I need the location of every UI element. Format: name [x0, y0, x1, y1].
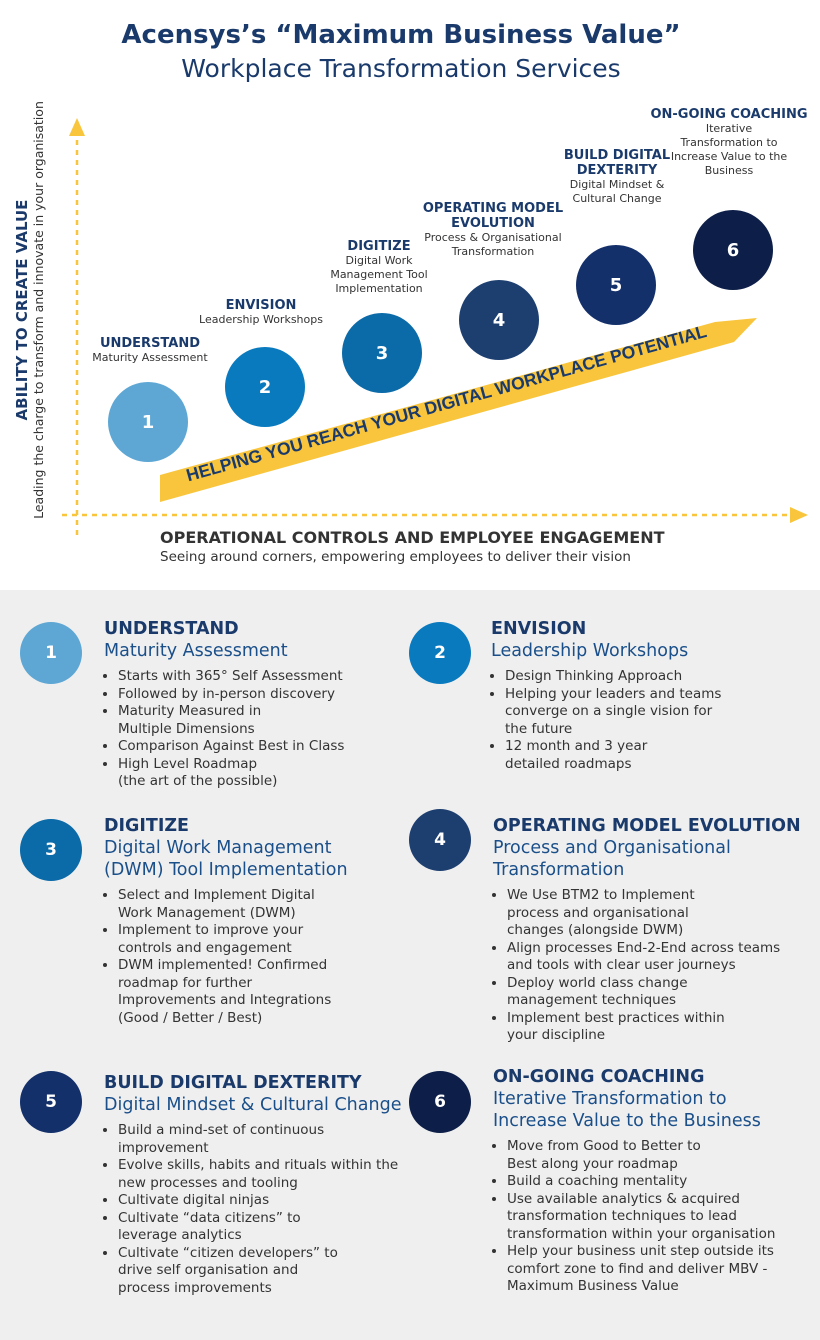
list-item: We Use BTM2 to Implement process and org… [507, 887, 808, 940]
step-2-label: ENVISION Leadership Workshops [186, 298, 336, 327]
step-3-circle: 3 [342, 313, 422, 393]
list-item: Design Thinking Approach [505, 668, 801, 686]
step-5-label: BUILD DIGITAL DEXTERITY Digital Mindset … [556, 148, 678, 206]
step-1-circle: 1 [108, 382, 188, 462]
list-item: Move from Good to Better to Best along y… [507, 1138, 803, 1173]
step-6-subtitle: Iterative Transformation to Increase Val… [670, 122, 788, 177]
step-2-title: ENVISION [225, 298, 297, 313]
detail-3-circle: 3 [20, 819, 82, 881]
x-axis-subtitle: Seeing around corners, empowering employ… [160, 549, 631, 565]
step-4-title: OPERATING MODEL EVOLUTION [422, 201, 564, 231]
step-5-subtitle: Digital Mindset & Cultural Change [569, 178, 665, 205]
x-axis-arrowhead [790, 507, 808, 523]
list-item: Cultivate digital ninjas [118, 1192, 404, 1210]
detail-5-bullets: Build a mind-set of continuous improveme… [104, 1122, 404, 1297]
list-item: Implement to improve your controls and e… [118, 922, 394, 957]
detail-2-block: ENVISION Leadership Workshops Design Thi… [491, 618, 801, 773]
step-6-circle: 6 [693, 210, 773, 290]
detail-1-circle: 1 [20, 622, 82, 684]
detail-1-bullets: Starts with 365° Self Assessment Followe… [104, 668, 394, 791]
list-item: 12 month and 3 year detailed roadmaps [505, 738, 801, 773]
step-3-subtitle: Digital Work Management Tool Implementat… [330, 254, 428, 295]
list-item: Followed by in-person discovery [118, 686, 394, 704]
step-2-circle: 2 [225, 347, 305, 427]
detail-1-block: UNDERSTAND Maturity Assessment Starts wi… [104, 618, 394, 791]
step-4-label: OPERATING MODEL EVOLUTION Process & Orga… [413, 201, 573, 259]
y-axis-subtitle: Leading the charge to transform and inno… [31, 101, 46, 519]
step-1-title: UNDERSTAND [99, 336, 201, 351]
detail-2-title: ENVISION [491, 619, 587, 639]
detail-2-circle: 2 [409, 622, 471, 684]
list-item: Implement best practices within your dis… [507, 1010, 808, 1045]
detail-3-subtitle: Digital Work Management (DWM) Tool Imple… [104, 838, 348, 880]
step-3-label: DIGITIZE Digital Work Management Tool Im… [318, 239, 440, 296]
step-1-label: UNDERSTAND Maturity Assessment [80, 336, 220, 365]
list-item: Help your business unit step outside its… [507, 1243, 803, 1296]
step-2-subtitle: Leadership Workshops [199, 313, 323, 326]
growth-arrow [160, 318, 757, 502]
detail-2-subtitle: Leadership Workshops [491, 641, 689, 661]
page-subtitle: Workplace Transformation Services [181, 54, 621, 83]
detail-4-subtitle: Process and Organisational Transformatio… [493, 838, 731, 880]
detail-5-circle: 5 [20, 1071, 82, 1133]
detail-1-title: UNDERSTAND [104, 619, 239, 639]
step-5-circle: 5 [576, 245, 656, 325]
detail-4-circle: 4 [409, 809, 471, 871]
x-axis-title: OPERATIONAL CONTROLS AND EMPLOYEE ENGAGE… [160, 528, 665, 547]
step-6-label: ON-GOING COACHING Iterative Transformati… [645, 107, 813, 178]
detail-6-block: ON-GOING COACHING Iterative Transformati… [493, 1066, 803, 1296]
list-item: Build a coaching mentality [507, 1173, 803, 1191]
detail-6-subtitle: Iterative Transformation to Increase Val… [493, 1089, 761, 1131]
detail-2-bullets: Design Thinking Approach Helping your le… [491, 668, 801, 773]
y-axis-title: ABILITY TO CREATE VALUE [13, 199, 31, 421]
list-item: Align processes End-2-End across teams a… [507, 940, 808, 975]
list-item: Deploy world class change management tec… [507, 975, 808, 1010]
list-item: Comparison Against Best in Class [118, 738, 394, 756]
detail-1-subtitle: Maturity Assessment [104, 641, 288, 661]
list-item: Cultivate “citizen developers” to drive … [118, 1245, 404, 1298]
step-3-title: DIGITIZE [347, 239, 411, 254]
y-axis-label: ABILITY TO CREATE VALUE Leading the char… [13, 100, 63, 520]
detail-5-block: BUILD DIGITAL DEXTERITY Digital Mindset … [104, 1072, 404, 1297]
list-item: Evolve skills, habits and rituals within… [118, 1157, 404, 1192]
list-item: Maturity Measured in Multiple Dimensions [118, 703, 394, 738]
step-1-subtitle: Maturity Assessment [92, 351, 208, 364]
list-item: Use available analytics & acquired trans… [507, 1191, 803, 1244]
step-4-subtitle: Process & Organisational Transformation [424, 231, 562, 258]
detail-4-title: OPERATING MODEL EVOLUTION [493, 816, 801, 836]
list-item: High Level Roadmap (the art of the possi… [118, 756, 394, 791]
list-item: Helping your leaders and teams converge … [505, 686, 801, 739]
detail-3-title: DIGITIZE [104, 816, 190, 836]
detail-6-bullets: Move from Good to Better to Best along y… [493, 1138, 803, 1296]
list-item: Select and Implement Digital Work Manage… [118, 887, 394, 922]
step-6-title: ON-GOING COACHING [650, 107, 808, 122]
list-item: Starts with 365° Self Assessment [118, 668, 394, 686]
step-5-title: BUILD DIGITAL DEXTERITY [563, 148, 671, 178]
detail-5-subtitle: Digital Mindset & Cultural Change [104, 1095, 402, 1115]
diagram-section: Acensys’s “Maximum Business Value” Workp… [0, 0, 820, 590]
detail-6-circle: 6 [409, 1071, 471, 1133]
detail-5-title: BUILD DIGITAL DEXTERITY [104, 1073, 362, 1093]
page-title: Acensys’s “Maximum Business Value” [121, 20, 681, 50]
details-section: 1 UNDERSTAND Maturity Assessment Starts … [0, 590, 820, 1340]
detail-3-block: DIGITIZE Digital Work Management (DWM) T… [104, 815, 394, 1027]
list-item: Cultivate “data citizens” to leverage an… [118, 1210, 404, 1245]
list-item: DWM implemented! Confirmed roadmap for f… [118, 957, 394, 1027]
detail-4-bullets: We Use BTM2 to Implement process and org… [493, 887, 808, 1045]
detail-4-block: OPERATING MODEL EVOLUTION Process and Or… [493, 815, 808, 1045]
step-4-circle: 4 [459, 280, 539, 360]
list-item: Build a mind-set of continuous improveme… [118, 1122, 404, 1157]
detail-6-title: ON-GOING COACHING [493, 1067, 705, 1087]
detail-3-bullets: Select and Implement Digital Work Manage… [104, 887, 394, 1027]
y-axis-arrowhead [69, 118, 85, 136]
